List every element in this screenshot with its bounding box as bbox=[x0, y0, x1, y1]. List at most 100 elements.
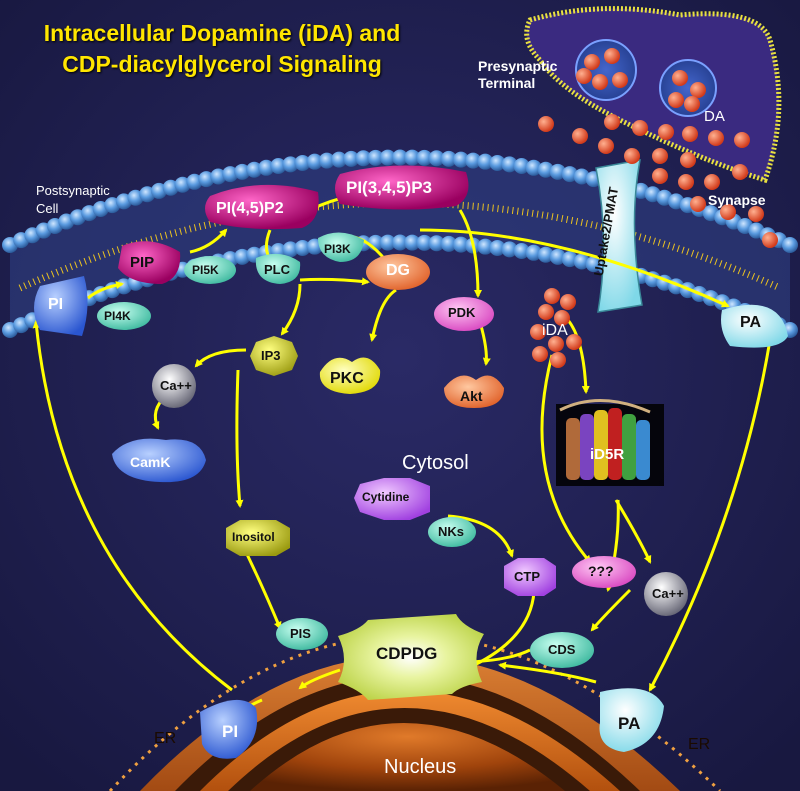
dopamine-particle bbox=[554, 310, 570, 326]
lipid-head bbox=[246, 161, 263, 178]
lipid-head bbox=[234, 163, 251, 180]
lipid-head bbox=[489, 154, 506, 171]
lipid-head bbox=[258, 159, 275, 176]
ctp-label: CTP bbox=[514, 569, 540, 584]
title-line-2: CDP-diacylglycerol Signaling bbox=[62, 51, 382, 77]
dopamine-particle bbox=[680, 152, 696, 168]
dopamine-particle bbox=[708, 130, 724, 146]
dopamine-particle bbox=[598, 138, 614, 154]
lipid-head bbox=[355, 150, 372, 167]
dopamine-particle bbox=[612, 72, 628, 88]
lipid-head bbox=[489, 239, 506, 256]
dopamine-particle bbox=[690, 196, 706, 212]
lipid-head bbox=[440, 150, 457, 167]
lipid-head bbox=[465, 152, 482, 169]
lipid-head bbox=[282, 241, 299, 258]
ca-right-label: Ca++ bbox=[652, 586, 684, 601]
lipid-head bbox=[416, 234, 433, 251]
title-line-1: Intracellular Dopamine (iDA) and bbox=[43, 20, 401, 46]
synapse-label: Synapse bbox=[708, 192, 766, 208]
lipid-head bbox=[404, 234, 421, 251]
lipid-head bbox=[501, 241, 518, 258]
dopamine-particle bbox=[566, 334, 582, 350]
postsynaptic-cell-label: Postsynaptic Cell bbox=[36, 183, 110, 216]
pi5k-label: PI5K bbox=[192, 263, 219, 277]
pip3-label: PI(3,4,5)P3 bbox=[346, 178, 432, 197]
cdpdg-label: CDPDG bbox=[376, 644, 438, 663]
pi3k-label: PI3K bbox=[324, 242, 351, 256]
ca-left-label: Ca++ bbox=[160, 378, 192, 393]
cds-label: CDS bbox=[548, 642, 576, 657]
pdk-label: PDK bbox=[448, 305, 476, 320]
lipid-head bbox=[391, 149, 408, 166]
lipid-head bbox=[210, 168, 227, 185]
er-right-label: ER bbox=[688, 736, 711, 753]
lipid-head bbox=[549, 163, 566, 180]
dopamine-particle bbox=[538, 304, 554, 320]
pi4k-label: PI4K bbox=[104, 309, 131, 323]
presynaptic-terminal-label: Presynaptic Terminal bbox=[478, 58, 558, 91]
dopamine-particle bbox=[604, 48, 620, 64]
dopamine-particle bbox=[548, 336, 564, 352]
id5r-label: iD5R bbox=[590, 446, 625, 463]
dopamine-particle bbox=[632, 120, 648, 136]
lipid-head bbox=[573, 253, 590, 270]
lipid-head bbox=[343, 150, 360, 167]
lipid-head bbox=[367, 149, 384, 166]
ip3-label: IP3 bbox=[261, 348, 281, 363]
dopamine-particle bbox=[592, 74, 608, 90]
lipid-head bbox=[525, 244, 542, 261]
lipid-head bbox=[549, 248, 566, 265]
dopamine-particle bbox=[530, 324, 546, 340]
pi-top-label: PI bbox=[48, 296, 64, 313]
dopamine-particle bbox=[720, 204, 736, 220]
lipid-head bbox=[440, 235, 457, 252]
pa-bottom-label: PA bbox=[618, 714, 641, 733]
lipid-head bbox=[477, 238, 494, 255]
lipid-head bbox=[782, 237, 798, 253]
lipid-head bbox=[561, 166, 578, 183]
dopamine-particle bbox=[576, 68, 592, 84]
cytosol-label: Cytosol bbox=[402, 452, 469, 474]
lipid-head bbox=[537, 246, 554, 263]
dopamine-particle bbox=[572, 128, 588, 144]
camk-label: CamK bbox=[130, 454, 171, 470]
nks-label: NKs bbox=[438, 524, 465, 539]
dopamine-particle bbox=[658, 124, 674, 140]
dopamine-particle bbox=[550, 352, 566, 368]
lipid-head bbox=[452, 236, 469, 253]
da-label: DA bbox=[704, 108, 725, 125]
dopamine-particle bbox=[682, 126, 698, 142]
lipid-head bbox=[222, 166, 239, 183]
dopamine-particle bbox=[652, 168, 668, 184]
pathway-arrows bbox=[32, 193, 772, 712]
lipid-head bbox=[391, 234, 408, 251]
dopamine-particle bbox=[672, 70, 688, 86]
lipid-head bbox=[282, 156, 299, 173]
id5r-receptor bbox=[556, 399, 664, 486]
lipid-head bbox=[306, 153, 323, 170]
pip2-label: PI(4,5)P2 bbox=[216, 200, 284, 217]
lipid-head bbox=[331, 151, 348, 168]
dopamine-particle bbox=[544, 288, 560, 304]
lipid-head bbox=[428, 235, 445, 252]
lipid-head bbox=[379, 234, 396, 251]
lipid-head bbox=[416, 149, 433, 166]
lipid-head bbox=[501, 156, 518, 173]
molecule-shapes bbox=[34, 165, 788, 759]
nucleus-region bbox=[108, 634, 722, 791]
cytidine-label: Cytidine bbox=[362, 490, 410, 504]
pis-label: PIS bbox=[290, 626, 311, 641]
lipid-head bbox=[270, 158, 287, 175]
dopamine-particle bbox=[532, 346, 548, 362]
lipid-head bbox=[513, 243, 530, 260]
er-left-label: ER bbox=[154, 730, 177, 747]
lipid-head bbox=[513, 158, 530, 175]
lipid-head bbox=[198, 171, 215, 188]
lipid-head bbox=[318, 152, 335, 169]
pa-top-label: PA bbox=[740, 314, 762, 331]
dopamine-particle bbox=[704, 174, 720, 190]
dopamine-particle bbox=[762, 232, 778, 248]
pkc-label: PKC bbox=[330, 370, 364, 387]
